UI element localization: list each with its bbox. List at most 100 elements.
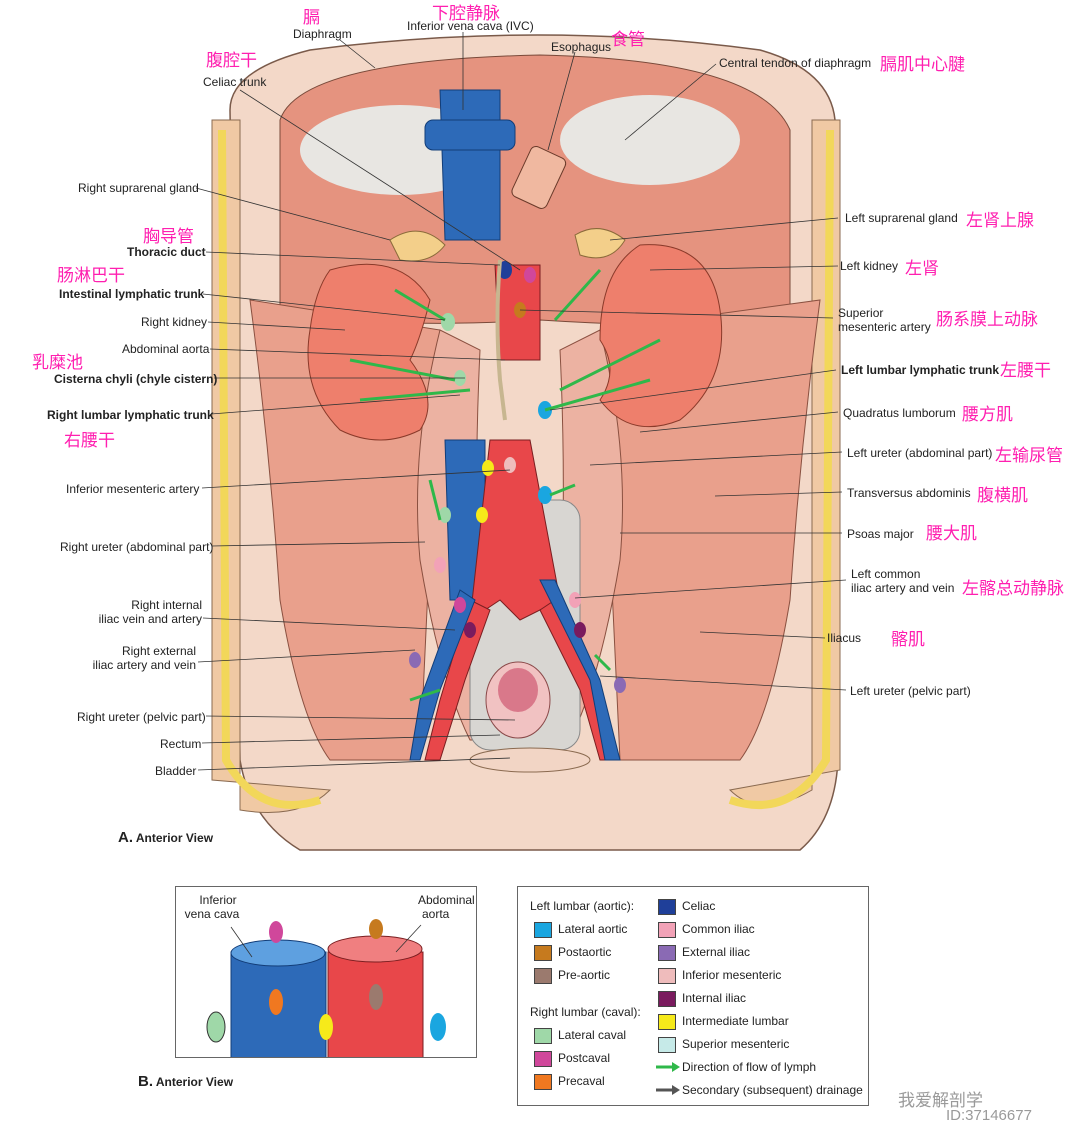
legend-item-secondary: Secondary (subsequent) drainage <box>682 1083 863 1097</box>
label-left-common-2: iliac artery and vein <box>851 581 955 595</box>
legend-item-postcaval: Postcaval <box>558 1051 611 1065</box>
label-transversus-zh: 腹横肌 <box>977 486 1028 506</box>
label-intestinal-zh: 肠淋巴干 <box>57 266 125 286</box>
caption-b-text: Anterior View <box>155 1075 234 1089</box>
watermark-line2: ID:37146677 <box>946 1107 1032 1124</box>
legend-swatch-common-iliac <box>658 922 676 938</box>
bladder <box>469 747 591 773</box>
legend: Left lumbar (aortic): Lateral aortic Pos… <box>517 886 869 1106</box>
legend-item-internal-iliac: Internal iliac <box>682 991 747 1005</box>
label-iliacus-zh: 髂肌 <box>891 630 925 650</box>
label-left-kidney-zh: 左肾 <box>905 259 939 279</box>
label-rectum: Rectum <box>160 737 202 751</box>
left-iliac-vein <box>539 579 621 761</box>
label-left-kidney: Left kidney <box>840 259 899 273</box>
label-bladder: Bladder <box>155 764 197 778</box>
label-left-common-zh: 左髂总动静脉 <box>962 579 1064 599</box>
left-fat-layer <box>728 129 834 809</box>
label-thoracic-duct: Thoracic duct <box>127 245 206 259</box>
legend-item-external-iliac: External iliac <box>682 945 751 959</box>
inset-aorta-label-1: Abdominal <box>418 893 475 907</box>
label-central-tendon: Central tendon of diaphragm <box>719 56 872 70</box>
watermark-line1: 我爱解剖学 <box>898 1091 983 1110</box>
label-transversus: Transversus abdominis <box>847 486 971 500</box>
label-diaphragm: Diaphragm <box>293 27 352 41</box>
legend-item-inferior-mesenteric: Inferior mesenteric <box>682 968 782 982</box>
left-kidney <box>599 244 723 428</box>
right-iliac-artery <box>424 599 491 761</box>
inset-ivc-label-2: vena cava <box>184 907 240 921</box>
caption-a: A. Anterior View <box>118 829 213 846</box>
legend-swatch-preaortic <box>534 968 552 984</box>
inset-b-box: Inferior vena cava Abdominal aorta <box>175 886 477 1063</box>
label-celiac: Celiac trunk <box>203 75 267 89</box>
central-tendon-left <box>560 95 740 185</box>
label-sma-2: mesenteric artery <box>838 320 931 334</box>
label-cisterna-zh: 乳糜池 <box>32 353 83 373</box>
inset-postaortic-node <box>369 919 383 939</box>
legend-item-precaval: Precaval <box>558 1074 605 1088</box>
label-quadratus: Quadratus lumborum <box>843 406 956 420</box>
label-left-common-1: Left common <box>851 567 921 581</box>
legend-item-preaortic: Pre-aortic <box>558 968 611 982</box>
label-esophagus: Esophagus <box>551 40 612 54</box>
inset-postcaval-node <box>269 921 283 943</box>
label-right-ureter-abd: Right ureter (abdominal part) <box>60 540 214 554</box>
legend-secondary-arrow-icon <box>656 1085 680 1095</box>
right-fat-layer <box>218 129 322 809</box>
caption-a-text: Anterior View <box>135 831 214 845</box>
legend-swatch-inferior-mesenteric <box>658 968 676 984</box>
inset-ivc-leader <box>230 926 253 958</box>
label-right-external-1: Right external <box>121 644 196 658</box>
label-diaphragm-zh: 膈 <box>303 8 320 28</box>
inset-ivc-label-1: Inferior <box>199 893 237 907</box>
label-left-ureter-pelvic: Left ureter (pelvic part) <box>850 684 971 698</box>
right-iliac-vein <box>409 589 476 761</box>
esophagus-shape <box>511 145 567 209</box>
legend-flow-arrow-icon <box>656 1062 680 1072</box>
label-left-ureter-abd: Left ureter (abdominal part) <box>847 446 993 460</box>
thoracic-duct-shape <box>495 259 507 421</box>
label-right-lumbar-trunk: Right lumbar lymphatic trunk <box>47 408 214 422</box>
legend-item-lateral-aortic: Lateral aortic <box>558 922 628 936</box>
lymph-nodes <box>409 261 626 693</box>
legend-swatch-internal-iliac <box>658 991 676 1007</box>
label-ivc: Inferior vena cava (IVC) <box>407 19 534 33</box>
legend-swatch-precaval <box>534 1074 552 1090</box>
hepatic-veins <box>424 119 516 151</box>
inset-aorta-label-2: aorta <box>422 907 450 921</box>
label-right-lumbar-trunk-zh: 右腰干 <box>64 431 115 451</box>
label-right-ureter-pelvic: Right ureter (pelvic part) <box>77 710 206 724</box>
inset-preaortic-node <box>369 984 383 1010</box>
label-esophagus-zh: 食管 <box>611 30 645 50</box>
label-left-ureter-abd-zh: 左输尿管 <box>995 446 1063 466</box>
label-psoas: Psoas major <box>847 527 914 541</box>
label-thoracic-duct-zh: 胸导管 <box>143 227 194 247</box>
label-sma-1: Superior <box>838 306 884 320</box>
label-quadratus-zh: 腰方肌 <box>962 405 1013 425</box>
legend-item-common-iliac: Common iliac <box>682 922 755 936</box>
ivc-upper <box>439 89 501 241</box>
legend-swatch-external-iliac <box>658 945 676 961</box>
inset-intermediate-node <box>319 1014 333 1040</box>
label-right-internal-2: iliac vein and artery <box>98 612 202 626</box>
legend-swatch-superior-mesenteric <box>658 1037 676 1053</box>
label-right-internal-1: Right internal <box>131 598 202 612</box>
label-left-suprarenal: Left suprarenal gland <box>845 211 958 225</box>
legend-left-header: Left lumbar (aortic): <box>530 899 635 913</box>
inset-lateral-aortic-node <box>430 1013 446 1041</box>
label-abdominal-aorta: Abdominal aorta <box>122 342 210 356</box>
caption-b: B. Anterior View <box>138 1073 233 1090</box>
label-right-external-2: iliac artery and vein <box>92 658 196 672</box>
legend-swatch-postcaval <box>534 1051 552 1067</box>
legend-swatch-intermediate-lumbar <box>658 1014 676 1030</box>
label-left-lumbar-trunk: Left lumbar lymphatic trunk <box>841 363 1000 377</box>
legend-swatch-lateral-caval <box>534 1028 552 1044</box>
legend-item-celiac: Celiac <box>682 899 716 913</box>
caption-a-letter: A. <box>118 829 133 846</box>
left-suprarenal <box>574 228 626 259</box>
legend-item-flow: Direction of flow of lymph <box>682 1060 817 1074</box>
inset-aorta-leader <box>395 924 422 953</box>
legend-swatch-postaortic <box>534 945 552 961</box>
